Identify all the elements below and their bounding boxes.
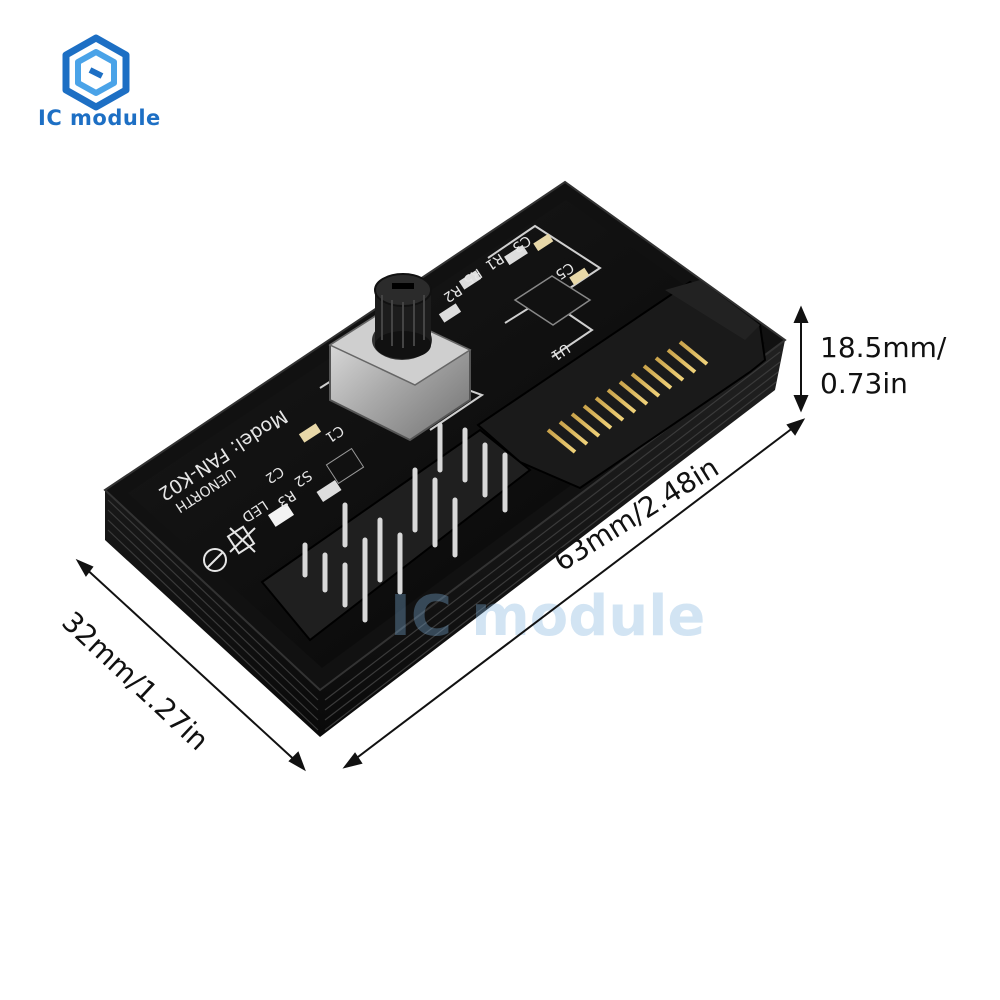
height-mm: 18.5mm/	[820, 331, 947, 364]
brand-logo	[62, 34, 130, 111]
certification-marks	[203, 525, 256, 572]
height-dimension-label: 18.5mm/ 0.73in	[820, 330, 946, 402]
potentiometer-knob	[328, 273, 472, 442]
hexagon-logo-icon	[62, 34, 130, 111]
watermark-text: IC module	[390, 584, 705, 649]
smd-components	[267, 233, 592, 527]
fan-header-pins	[260, 422, 532, 642]
dimension-arrows	[75, 305, 809, 772]
sata-connector	[476, 280, 767, 490]
height-in: 0.73in	[820, 367, 908, 400]
brand-name: IC module	[38, 106, 161, 130]
